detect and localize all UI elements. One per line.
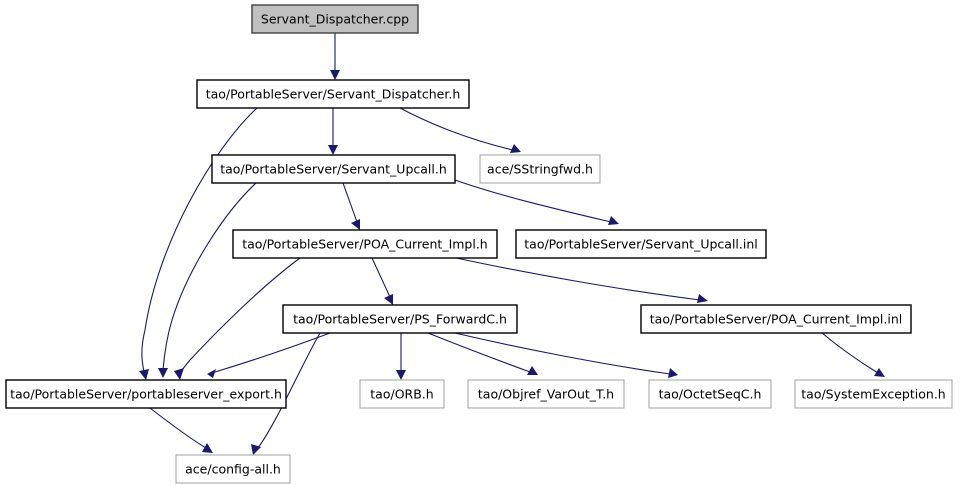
node-label: ace/SStringfwd.h (487, 162, 593, 177)
node-portableserver_export_h[interactable]: tao/PortableServer/portableserver_export… (5, 379, 287, 409)
edge-line (342, 182, 358, 223)
node-servant_dispatcher_cpp[interactable]: Servant_Dispatcher.cpp (251, 4, 419, 34)
edge-line (214, 332, 331, 373)
arrowhead-icon (139, 369, 149, 380)
node-box[interactable] (648, 379, 772, 409)
arrowhead-icon (510, 144, 521, 153)
edge-ps_forwardc_h-to-config_all_h (251, 332, 321, 455)
arrowhead-icon (668, 368, 678, 378)
node-label: tao/PortableServer/POA_Current_Impl.inl (650, 312, 902, 327)
node-label: tao/PortableServer/POA_Current_Impl.h (242, 237, 487, 252)
edge-line (454, 332, 671, 375)
node-label: tao/OctetSeqC.h (659, 387, 762, 402)
edge-servant_dispatcher_h-to-sstringfwd_h (399, 107, 521, 153)
edge-ps_forwardc_h-to-octetseqc_h (454, 332, 678, 378)
edge-servant_upcall_h-to-servant_upcall_inl (454, 179, 619, 225)
node-box[interactable] (5, 379, 287, 409)
node-orb_h[interactable]: tao/ORB.h (359, 379, 445, 409)
node-poa_current_impl_h[interactable]: tao/PortableServer/POA_Current_Impl.h (232, 229, 498, 259)
edge-poa_current_impl_h-to-ps_forwardc_h (371, 257, 393, 305)
arrowhead-icon (158, 368, 168, 378)
arrowhead-icon (251, 444, 261, 455)
edge-servant_dispatcher_cpp-to-servant_dispatcher_h (330, 33, 340, 80)
node-box[interactable] (640, 304, 912, 334)
edge-portableserver_export_h-to-config_all_h (149, 407, 213, 453)
edge-line (162, 182, 257, 371)
edge-line (257, 332, 321, 449)
edge-line (821, 332, 879, 374)
edge-poa_current_impl_inl-to-systemexception_h (821, 332, 885, 377)
node-systemexception_h[interactable]: tao/SystemException.h (794, 379, 953, 409)
node-box[interactable] (515, 229, 767, 259)
edge-ps_forwardc_h-to-orb_h (396, 333, 406, 380)
node-servant_upcall_inl[interactable]: tao/PortableServer/Servant_Upcall.inl (515, 229, 767, 259)
node-servant_dispatcher_h[interactable]: tao/PortableServer/Servant_Dispatcher.h (196, 79, 470, 109)
arrowhead-icon (874, 368, 885, 377)
arrowhead-icon (396, 370, 406, 380)
node-ps_forwardc_h[interactable]: tao/PortableServer/PS_ForwardC.h (282, 304, 518, 334)
node-octetseqc_h[interactable]: tao/OctetSeqC.h (648, 379, 772, 409)
arrowhead-icon (527, 366, 538, 375)
node-label: tao/Objref_VarOut_T.h (478, 387, 614, 402)
arrowhead-icon (328, 145, 338, 155)
node-label: tao/PortableServer/Servant_Upcall.h (220, 162, 447, 177)
node-box[interactable] (282, 304, 518, 334)
node-sstringfwd_h[interactable]: ace/SStringfwd.h (479, 154, 601, 184)
arrowhead-icon (207, 369, 216, 378)
nodes-layer: Servant_Dispatcher.cpp tao/PortableServer… (5, 4, 953, 484)
node-label: tao/PortableServer/Servant_Dispatcher.h (206, 87, 461, 102)
edge-poa_current_impl_h-to-portableserver_export_h (174, 257, 301, 380)
node-label: Servant_Dispatcher.cpp (261, 12, 409, 27)
arrowhead-icon (608, 216, 619, 225)
node-label: tao/ORB.h (370, 387, 433, 402)
node-config_all_h[interactable]: ace/config-all.h (175, 454, 291, 484)
node-label: tao/PortableServer/Servant_Upcall.inl (524, 237, 757, 252)
node-label: tao/PortableServer/PS_ForwardC.h (293, 312, 507, 327)
arrowhead-icon (330, 70, 340, 80)
node-poa_current_impl_inl[interactable]: tao/PortableServer/POA_Current_Impl.inl (640, 304, 912, 334)
node-box[interactable] (232, 229, 498, 259)
edge-ps_forwardc_h-to-portableserver_export_h (207, 332, 331, 378)
node-box[interactable] (479, 154, 601, 184)
node-box[interactable] (175, 454, 291, 484)
node-box[interactable] (359, 379, 445, 409)
edge-servant_upcall_h-to-poa_current_impl_h (342, 182, 360, 230)
node-label: ace/config-all.h (185, 462, 281, 477)
edge-line (149, 407, 207, 449)
arrowhead-icon (351, 219, 360, 230)
node-box[interactable] (251, 4, 419, 34)
arrowhead-icon (202, 443, 213, 453)
edge-poa_current_impl_h-to-poa_current_impl_inl (446, 255, 708, 303)
node-label: tao/SystemException.h (801, 387, 945, 402)
edge-line (371, 257, 391, 298)
edge-line (446, 255, 701, 301)
edge-line (427, 332, 531, 373)
edge-line (454, 179, 612, 223)
edge-servant_dispatcher_h-to-portableserver_export_h (139, 107, 258, 380)
node-label: tao/PortableServer/portableserver_export… (10, 387, 282, 402)
arrowhead-icon (384, 294, 393, 305)
edge-servant_dispatcher_h-to-servant_upcall_h (328, 108, 338, 155)
arrowhead-icon (174, 368, 184, 380)
node-box[interactable] (794, 379, 953, 409)
node-box[interactable] (196, 79, 470, 109)
edge-ps_forwardc_h-to-objref_varout_t_h (427, 332, 538, 375)
arrowhead-icon (697, 294, 708, 303)
edge-servant_upcall_h-to-portableserver_export_h (158, 182, 257, 378)
node-box[interactable] (467, 379, 625, 409)
edge-line (399, 107, 514, 151)
edge-line (179, 257, 301, 374)
edge-line (141, 107, 258, 373)
node-box[interactable] (211, 154, 456, 184)
node-servant_upcall_h[interactable]: tao/PortableServer/Servant_Upcall.h (211, 154, 456, 184)
node-objref_varout_t_h[interactable]: tao/Objref_VarOut_T.h (467, 379, 625, 409)
edges-layer (139, 33, 885, 455)
